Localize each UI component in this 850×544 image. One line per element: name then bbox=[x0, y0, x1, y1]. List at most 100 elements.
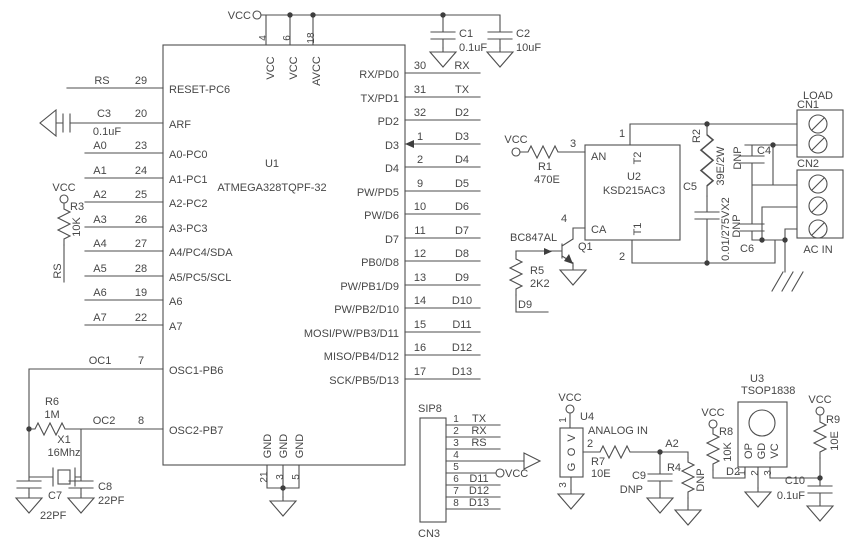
part-value: DNP bbox=[732, 146, 744, 169]
part-ref: C2 bbox=[516, 28, 530, 40]
part-ref: C4 bbox=[757, 145, 771, 157]
pin-number: 18 bbox=[306, 32, 317, 44]
pin-number: 1 bbox=[453, 414, 459, 425]
ground-symbol bbox=[523, 452, 542, 470]
pin-name: OSC2-PB7 bbox=[169, 425, 223, 437]
pin-number: 14 bbox=[414, 295, 426, 307]
pin-number: 29 bbox=[135, 75, 147, 87]
pin-number: 6 bbox=[282, 35, 293, 41]
pin-name: A7 bbox=[169, 321, 182, 333]
pin-name: MOSI/PW/PB3/D11 bbox=[304, 328, 399, 340]
part-value: 10E bbox=[591, 468, 611, 480]
transistor-q1 bbox=[515, 227, 586, 267]
net-label: OC1 bbox=[89, 355, 112, 367]
earth-ground-symbol bbox=[771, 271, 804, 292]
pin-number: 9 bbox=[417, 178, 423, 190]
net-label: D13 bbox=[469, 497, 489, 509]
part-label: KSD215AC3 bbox=[603, 185, 665, 197]
d3-input-arrow bbox=[405, 140, 414, 148]
part-ref: C7 bbox=[48, 490, 62, 502]
pin-number: 1 bbox=[558, 417, 569, 423]
part-ref: C10 bbox=[785, 475, 805, 487]
pin-name: GND bbox=[294, 434, 306, 459]
pin-name: SCK/PB5/D13 bbox=[329, 375, 399, 387]
net-label: RS bbox=[471, 437, 486, 449]
vcc-terminal bbox=[708, 419, 718, 429]
pin-number: 13 bbox=[414, 272, 426, 284]
part-value: DNP bbox=[620, 484, 643, 496]
part-value: 0.1uF bbox=[459, 42, 487, 54]
pin-number: 22 bbox=[135, 312, 147, 324]
pin-number: 3 bbox=[275, 474, 286, 480]
pin-number: 4 bbox=[561, 213, 567, 225]
pin-name: PW/PB1/D9 bbox=[340, 281, 399, 293]
part-value: 470E bbox=[534, 174, 560, 186]
pin-name: T2 bbox=[632, 152, 644, 165]
net-label: A0 bbox=[93, 140, 106, 152]
analog-in-section: VCC 1 U4 V O G ANALOG IN 2 R7 10E A2 C9 … bbox=[557, 392, 707, 526]
pin-number: 5 bbox=[291, 474, 302, 480]
part-ref: R2 bbox=[691, 129, 703, 143]
net-label: D6 bbox=[455, 201, 469, 213]
pin-number: 27 bbox=[135, 238, 147, 250]
net-label: A3 bbox=[93, 214, 106, 226]
pin-number: 1 bbox=[417, 131, 423, 143]
wire bbox=[515, 250, 549, 313]
net-label: D10 bbox=[452, 295, 472, 307]
net-label: D7 bbox=[455, 225, 469, 237]
pin-name: PW/D6 bbox=[364, 210, 399, 222]
pin-name: CA bbox=[591, 224, 607, 236]
part-value: DNP bbox=[695, 468, 707, 491]
pin-number: 11 bbox=[414, 225, 425, 237]
net-label: A5 bbox=[93, 263, 106, 275]
pin-name: A0-PC0 bbox=[169, 149, 208, 161]
pin-name: PB0/D8 bbox=[361, 257, 399, 269]
part-label: TSOP1838 bbox=[741, 385, 795, 397]
pin-number: 16 bbox=[414, 342, 426, 354]
net-label: VCC bbox=[505, 468, 528, 480]
pin-number: 30 bbox=[414, 60, 426, 72]
part-value: 2K2 bbox=[530, 278, 550, 290]
pin-name: T1 bbox=[632, 223, 644, 236]
part-value: 22PF bbox=[40, 510, 67, 522]
net-label: D8 bbox=[455, 248, 469, 260]
part-value: 10K bbox=[722, 442, 734, 462]
ir-lens bbox=[748, 409, 776, 437]
net-label: VCC bbox=[52, 182, 75, 194]
pin-name: GD bbox=[756, 443, 768, 460]
net-label: D5 bbox=[455, 178, 469, 190]
part-ref: C5 bbox=[683, 181, 697, 193]
pin-number: 23 bbox=[135, 140, 147, 152]
pin-number: 4 bbox=[258, 35, 269, 41]
net-label: RX bbox=[471, 425, 487, 437]
net-label: RS bbox=[94, 75, 109, 87]
section-label: ANALOG IN bbox=[588, 425, 648, 437]
part-value: 1M bbox=[44, 409, 59, 421]
part-ref: X1 bbox=[57, 434, 70, 446]
net-label: VCC bbox=[228, 10, 251, 22]
pin-number: 2 bbox=[587, 438, 593, 450]
u1-right-pin-wires bbox=[404, 72, 481, 380]
net-label: VCC bbox=[808, 394, 831, 406]
pin-number: 6 bbox=[453, 474, 459, 485]
pin-number: 7 bbox=[138, 355, 144, 367]
emitter-arrow bbox=[564, 254, 573, 264]
part-ref: C8 bbox=[98, 481, 112, 493]
part-value: 16Mhz bbox=[47, 447, 80, 459]
ir-receiver-section: U3 TSOP1838 OP GD VC 1 2 3 VCC R8 10K D2… bbox=[701, 373, 841, 522]
net-label: VCC bbox=[504, 134, 527, 146]
pin-name: AVCC bbox=[311, 56, 323, 86]
sip8-connector: SIP8 CN3 VCC 1 TX 2 RX 3 RS 4 5 6 D11 7 … bbox=[418, 403, 542, 540]
part-ref: R4 bbox=[667, 462, 681, 474]
pin-name: A2-PC2 bbox=[169, 198, 208, 210]
pin-number: 25 bbox=[135, 189, 147, 201]
pin-name: A5/PC5/SCL bbox=[169, 272, 231, 284]
part-ref: R5 bbox=[530, 265, 544, 277]
base-arrow bbox=[544, 248, 552, 255]
pin-number: 3 bbox=[763, 470, 774, 476]
net-label: RS bbox=[52, 263, 64, 278]
wires bbox=[712, 414, 821, 503]
net-label: D2 bbox=[726, 466, 740, 478]
crystal-x1 bbox=[57, 469, 71, 485]
